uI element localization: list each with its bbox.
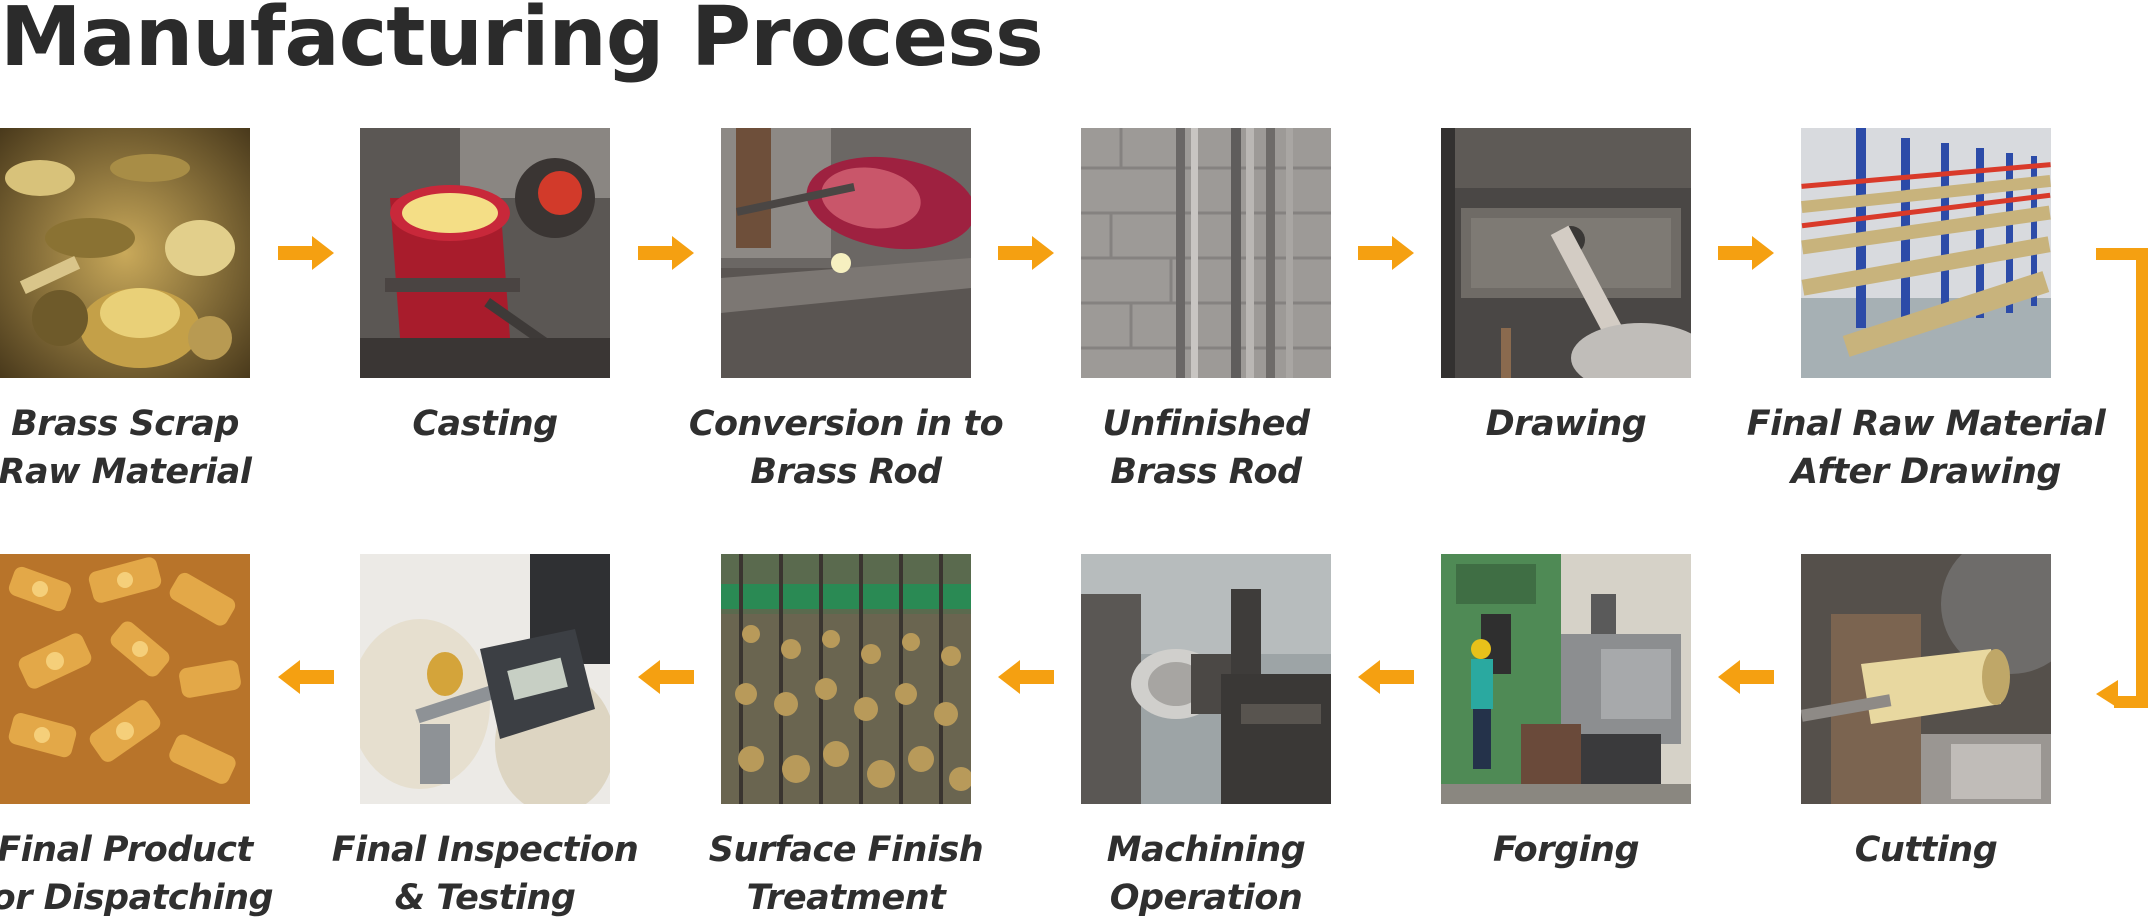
arrow-right-icon [638, 236, 694, 270]
arrow-right-icon [1718, 236, 1774, 270]
arrow-left-icon [1718, 660, 1774, 694]
step-label: Unfinished Brass Rod [1102, 404, 1310, 492]
casting-photo [360, 128, 610, 378]
page-title: Manufacturing Process [0, 0, 1044, 85]
step-label: Surface Finish Treatment [708, 830, 984, 918]
machining-photo [1081, 554, 1331, 804]
step-label: Final Product for Dispatching [0, 830, 274, 918]
inspection-photo [360, 554, 610, 804]
brass-scrap-photo [0, 128, 250, 378]
final-product-photo [0, 554, 250, 804]
cutting-photo [1801, 554, 2051, 804]
surface-finish-photo [721, 554, 971, 804]
step-label: Forging [1492, 830, 1640, 870]
drawing-photo [1441, 128, 1691, 378]
step-label: Final Raw Material After Drawing [1746, 404, 2106, 492]
step-label: Brass Scrap Raw Material [0, 404, 252, 492]
raw-material-rack-photo [1801, 128, 2051, 378]
step-label: Conversion in to Brass Rod [688, 404, 1004, 492]
connector-down-left-arrow-icon [2094, 244, 2152, 714]
arrow-right-icon [998, 236, 1054, 270]
step-label: Cutting [1854, 830, 1998, 870]
arrow-left-icon [1358, 660, 1414, 694]
brass-rod-conversion-photo [721, 128, 971, 378]
step-label: Machining Operation [1106, 830, 1306, 918]
arrow-right-icon [1358, 236, 1414, 270]
step-label: Drawing [1485, 404, 1647, 444]
arrow-right-icon [278, 236, 334, 270]
arrow-left-icon [998, 660, 1054, 694]
arrow-left-icon [638, 660, 694, 694]
unfinished-brass-rod-photo [1081, 128, 1331, 378]
step-label: Final Inspection & Testing [331, 830, 639, 918]
step-label: Casting [412, 404, 558, 444]
arrow-left-icon [278, 660, 334, 694]
forging-photo [1441, 554, 1691, 804]
